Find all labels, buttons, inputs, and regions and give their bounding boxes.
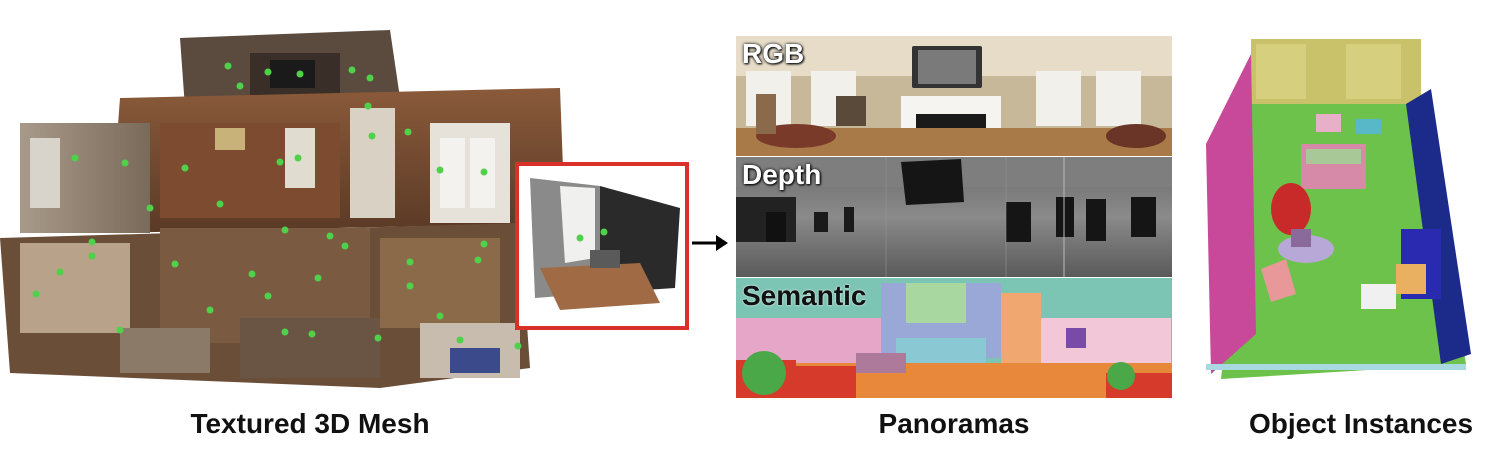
textured-mesh-illustration bbox=[0, 30, 689, 388]
textured-mesh-panel bbox=[0, 28, 700, 398]
object-instances-panel bbox=[1196, 34, 1486, 398]
rgb-label: RGB bbox=[742, 38, 805, 69]
caption-object-instances: Object Instances bbox=[1248, 408, 1474, 439]
semantic-label: Semantic bbox=[742, 280, 867, 311]
caption-textured-mesh: Textured 3D Mesh bbox=[190, 408, 430, 439]
mesh-to-panorama-arrow bbox=[690, 228, 730, 258]
object-instances-illustration bbox=[1206, 39, 1471, 379]
mesh-viewpoint-dots bbox=[32, 62, 522, 350]
caption-panoramas: Panoramas bbox=[878, 408, 1030, 439]
depth-label: Depth bbox=[742, 159, 822, 190]
depth-panorama: Depth bbox=[736, 157, 1172, 277]
instance-left-wall bbox=[1206, 54, 1256, 374]
panoramas-panel: RGB Depth bbox=[736, 36, 1172, 398]
rgb-panorama: RGB bbox=[736, 36, 1172, 156]
instance-floor bbox=[1221, 94, 1466, 379]
instance-right-wall bbox=[1406, 89, 1471, 364]
highlighted-room-mesh bbox=[530, 178, 680, 310]
semantic-panorama: Semantic bbox=[736, 278, 1172, 398]
